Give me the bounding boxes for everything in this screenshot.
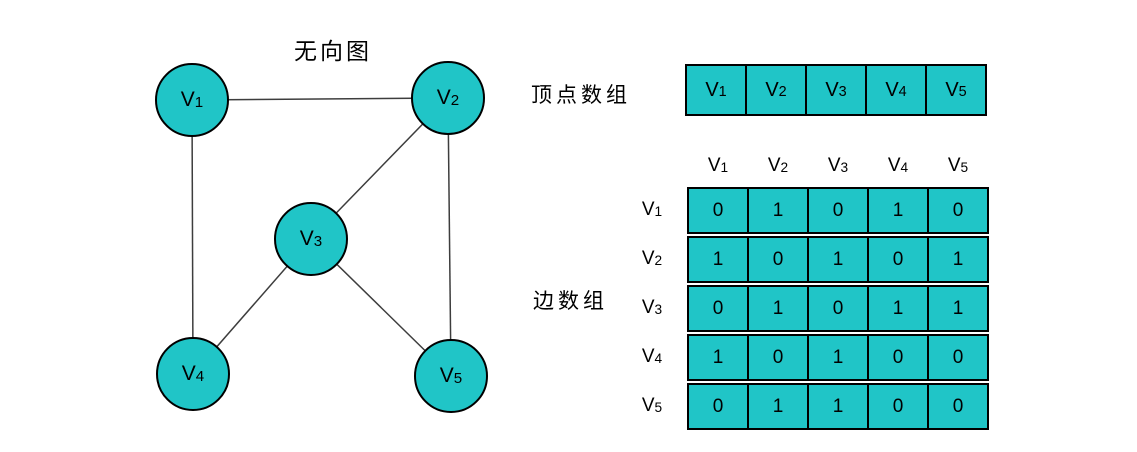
matrix-cell: 1: [807, 334, 869, 381]
edge-array-label: 边数组: [533, 290, 608, 313]
matrix-cell: 0: [867, 334, 929, 381]
vertex-array-cell: V4: [865, 64, 927, 116]
graph-title: 无向图: [294, 38, 372, 64]
matrix-col-header: V2: [767, 155, 789, 176]
matrix-cell: 0: [747, 236, 809, 283]
matrix-cell: 1: [747, 187, 809, 234]
edge-v1-v4: [191, 99, 194, 375]
matrix-col-header: V4: [887, 155, 909, 176]
matrix-cell: 1: [807, 236, 869, 283]
matrix-row: 0 1 0 1 1: [687, 285, 989, 332]
graph-node-v5: V5: [414, 339, 488, 413]
matrix-cell: 1: [687, 334, 749, 381]
graph-node-v4-label: V4: [181, 362, 205, 385]
matrix-cell: 0: [927, 383, 989, 430]
graph-node-v5-label: V5: [439, 364, 463, 387]
vertex-array-cell: V5: [925, 64, 987, 116]
matrix-row-header: V4: [641, 346, 663, 367]
vertex-array-cell-label: V4: [885, 78, 907, 101]
vertex-array-cell: V3: [805, 64, 867, 116]
matrix-cell: 1: [927, 236, 989, 283]
matrix-cell: 0: [867, 236, 929, 283]
matrix-row-header: V3: [641, 297, 663, 318]
matrix-cell: 0: [807, 285, 869, 332]
graph-node-v3: V3: [274, 202, 348, 276]
graph-node-v2-label: V2: [436, 86, 460, 109]
matrix-cell: 1: [747, 285, 809, 332]
matrix-cell: 1: [687, 236, 749, 283]
vertex-array-cell-label: V2: [765, 78, 787, 101]
matrix-cell: 0: [807, 187, 869, 234]
matrix-col-header: V3: [827, 155, 849, 176]
graph-node-v3-label: V3: [299, 227, 323, 250]
matrix-col-header: V5: [947, 155, 969, 176]
matrix-col-header: V1: [707, 155, 729, 176]
matrix-row-header: V2: [641, 248, 663, 269]
matrix-cell: 1: [747, 383, 809, 430]
matrix-cell: 0: [867, 383, 929, 430]
matrix-row-header: V5: [641, 395, 663, 416]
vertex-array-label: 顶点数组: [531, 84, 631, 107]
matrix-row: 0 1 0 1 0: [687, 187, 989, 234]
graph-node-v4: V4: [156, 337, 230, 411]
matrix-cell: 0: [927, 334, 989, 381]
vertex-array-cell-label: V5: [945, 78, 967, 101]
edge-v1-v2: [191, 97, 449, 101]
matrix-cell: 1: [867, 285, 929, 332]
matrix-cell: 0: [687, 285, 749, 332]
matrix-cell: 0: [687, 187, 749, 234]
vertex-array-cell-label: V1: [705, 78, 727, 101]
graph-node-v1: V1: [155, 63, 229, 137]
matrix-row: 1 0 1 0 1: [687, 236, 989, 283]
matrix-row: 1 0 1 0 0: [687, 334, 989, 381]
vertex-array: V1 V2 V3 V4 V5: [685, 64, 987, 116]
matrix-cell: 1: [867, 187, 929, 234]
matrix-cell: 0: [687, 383, 749, 430]
matrix-row: 0 1 1 0 0: [687, 383, 989, 430]
vertex-array-cell-label: V3: [825, 78, 847, 101]
edge-v2-v5: [447, 97, 452, 377]
vertex-array-cell: V2: [745, 64, 807, 116]
matrix-cell: 0: [927, 187, 989, 234]
matrix-cell: 0: [747, 334, 809, 381]
matrix-row-header: V1: [641, 199, 663, 220]
matrix-cell: 1: [807, 383, 869, 430]
vertex-array-cell: V1: [685, 64, 747, 116]
matrix-cell: 1: [927, 285, 989, 332]
graph-node-v2: V2: [411, 61, 485, 135]
adjacency-matrix: 0 1 0 1 0 1 0 1 0 1 0 1 0 1 1 1 0 1 0 0: [687, 187, 989, 430]
graph-node-v1-label: V1: [180, 88, 204, 111]
